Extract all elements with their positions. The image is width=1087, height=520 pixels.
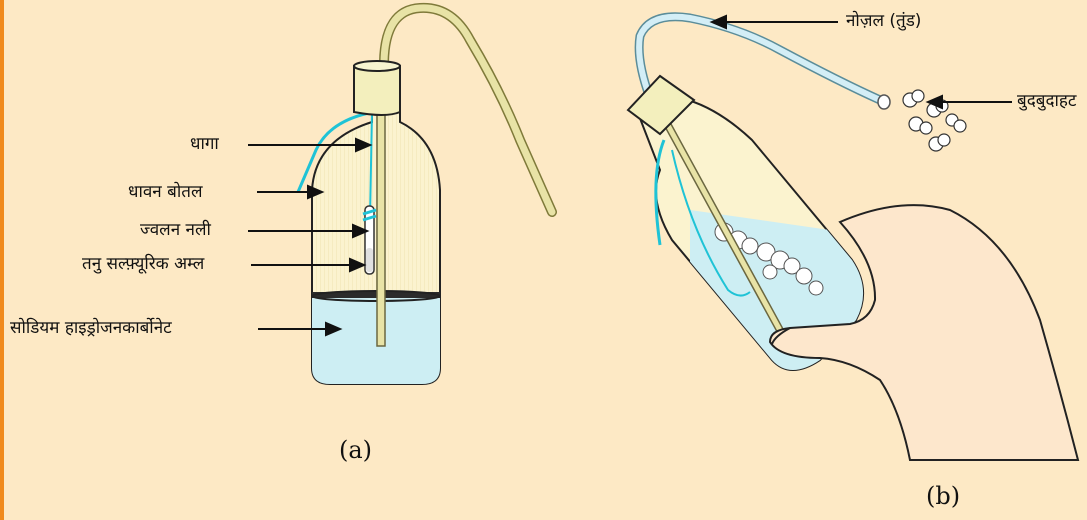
bottle-cap-a (353, 65, 401, 116)
bottle-cap-b (626, 74, 696, 136)
caption-a: (a) (339, 436, 373, 464)
label-dilute-sulphuric-acid: तनु सल्फ़्यूरिक अम्ल (82, 254, 205, 274)
wash-bottle-a (296, 2, 557, 385)
label-thread: धागा (190, 134, 219, 154)
caption-b: (b) (926, 482, 961, 510)
solution-a (312, 296, 440, 384)
label-nozzle: नोज़ल (तुंड) (846, 11, 922, 31)
label-ignition-tube: ज्वलन नली (140, 220, 211, 240)
inner-tube-a (376, 95, 386, 347)
hand (768, 204, 1080, 461)
left-edge-bar (0, 0, 4, 520)
label-wash-bottle: धावन बोतल (128, 182, 203, 202)
label-bubbles: बुदबुदाहट (1017, 91, 1077, 111)
thread-a (296, 110, 375, 193)
label-sodium-hydrogencarbonate: सोडियम हाइड्रोजनकार्बोनेट (10, 318, 172, 338)
label-arrows-a (248, 137, 373, 337)
label-arrows-b (709, 14, 1012, 110)
thread-b (654, 139, 666, 246)
